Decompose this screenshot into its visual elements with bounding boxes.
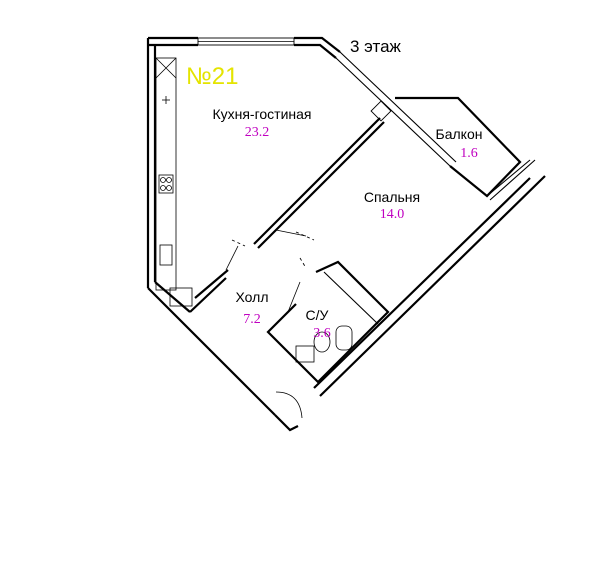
bathroom-fixtures xyxy=(295,325,353,363)
kitchen-counter xyxy=(155,57,193,307)
unit-number: №21 xyxy=(186,63,238,90)
room-name-bathroom: С/У xyxy=(306,307,329,323)
room-name-hall: Холл xyxy=(236,289,269,305)
outer-walls xyxy=(146,36,546,432)
room-area-bedroom: 14.0 xyxy=(380,207,405,222)
room-area-hall: 7.2 xyxy=(243,312,261,327)
floor-label: 3 этаж xyxy=(350,37,402,56)
room-area-balcony: 1.6 xyxy=(460,146,478,161)
room-name-balcony: Балкон xyxy=(436,126,483,142)
room-name-bedroom: Спальня xyxy=(364,189,420,205)
balcony-outline xyxy=(370,96,536,201)
room-area-kitchen-living: 23.2 xyxy=(245,125,270,140)
room-name-kitchen-living: Кухня-гостиная xyxy=(212,106,311,122)
room-area-bathroom: 3.6 xyxy=(313,326,331,341)
interior-walls xyxy=(189,117,390,419)
